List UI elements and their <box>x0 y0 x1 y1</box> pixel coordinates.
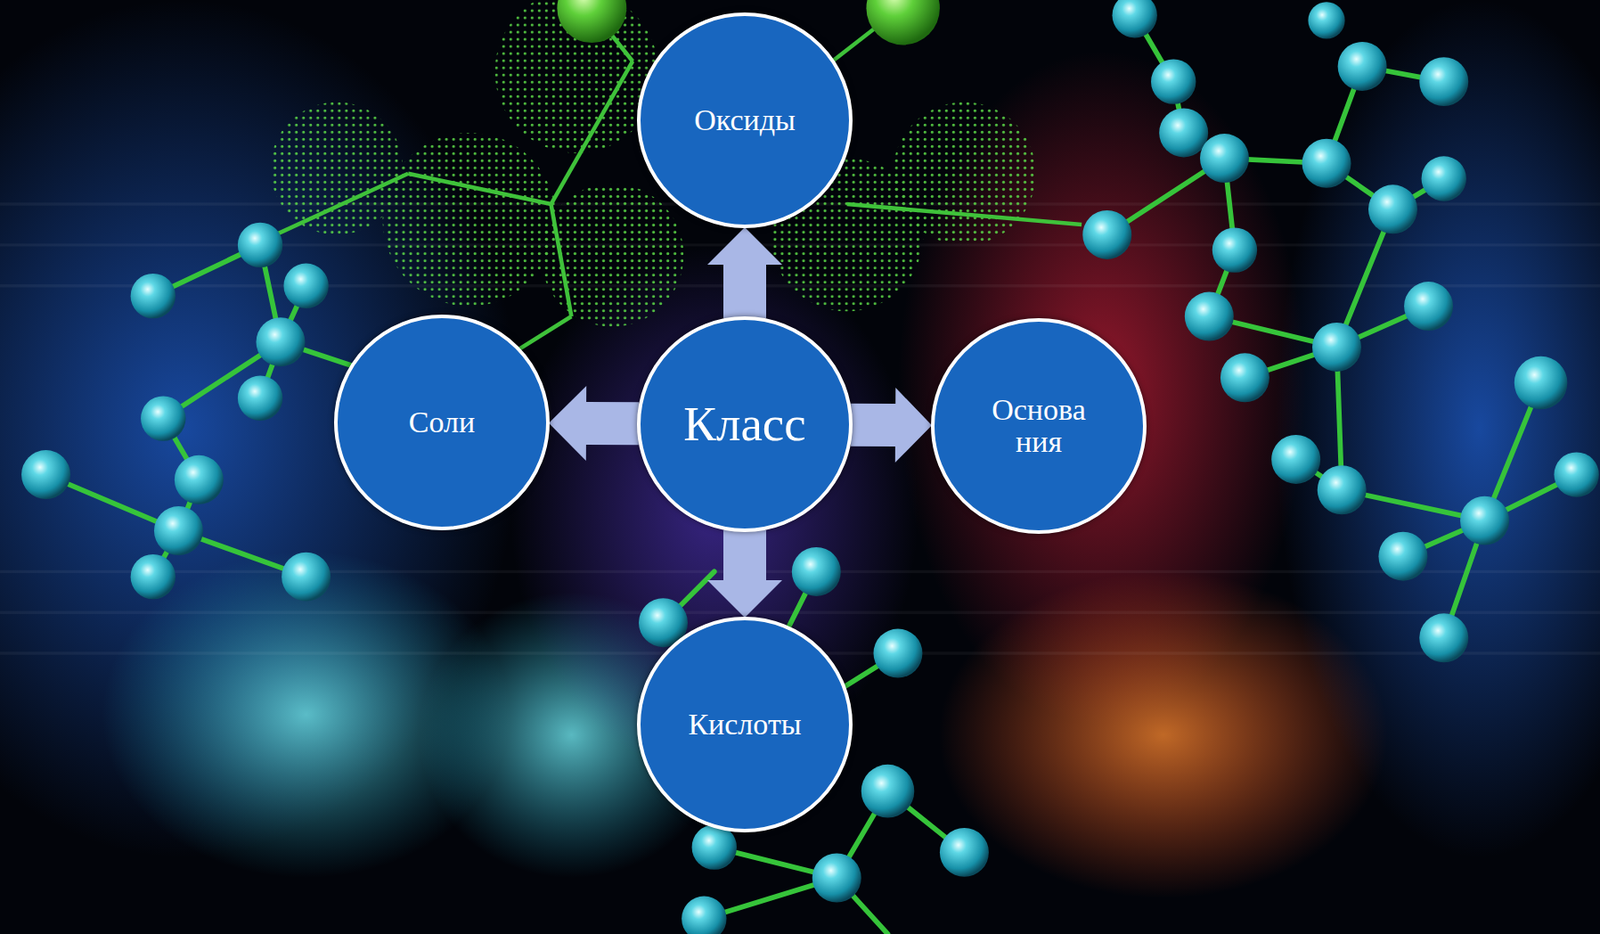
node-label: Класс <box>683 398 806 450</box>
class-circle: Соли <box>334 314 550 531</box>
node-label: Оксиды <box>693 104 796 137</box>
node-label: Основа ния <box>971 393 1106 458</box>
block-arrow <box>850 387 932 463</box>
class-circle: Кислоты <box>636 616 853 833</box>
node-label: Соли <box>408 406 475 439</box>
class-circle: Основа ния <box>930 318 1147 534</box>
class-circle: Оксиды <box>636 12 853 229</box>
node-label: Кислоты <box>687 708 801 741</box>
block-arrow <box>707 530 783 618</box>
class-circle: Класс <box>636 316 853 532</box>
block-arrow <box>548 385 639 461</box>
block-arrow <box>707 227 783 319</box>
